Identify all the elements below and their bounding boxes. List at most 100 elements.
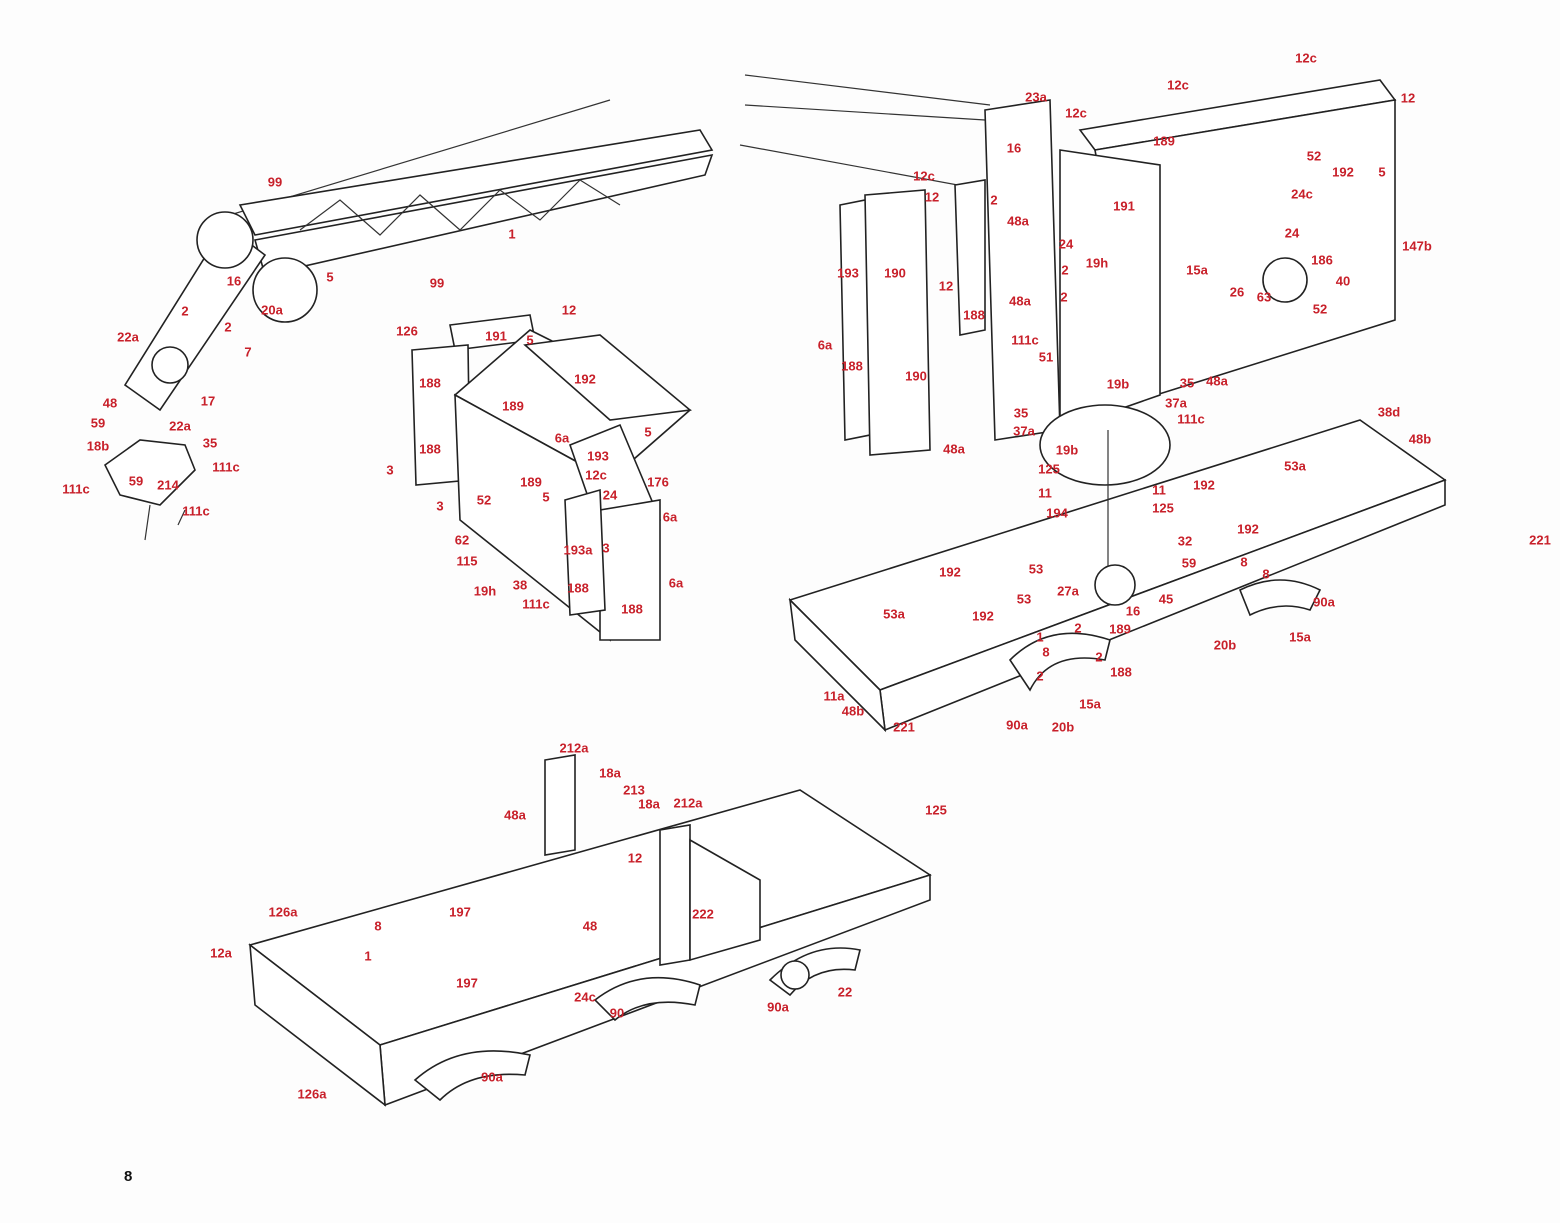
part-label-cab-front: 6a (668, 575, 684, 591)
part-label-chassis: 2 (1036, 668, 1044, 684)
part-label-base: 212a (559, 740, 589, 756)
part-label-chassis: 194 (1046, 505, 1068, 521)
part-label-cab-rear: 12 (924, 189, 940, 205)
part-label-base: 48a (504, 807, 526, 823)
part-label-cab-front: 52 (476, 492, 492, 508)
part-label-boom: 22a (169, 418, 191, 434)
part-label-chassis: 125 (1038, 461, 1060, 477)
part-label-boom: 2 (181, 303, 189, 319)
part-label-boom: 99 (267, 174, 283, 190)
part-label-boom: 111c (212, 459, 240, 475)
part-label-chassis: 53 (1016, 591, 1032, 607)
part-label-base: 12 (627, 850, 643, 866)
part-label-cab-rear: 63 (1256, 289, 1272, 305)
part-label-boom: 59 (128, 473, 144, 489)
part-label-cab-rear: 186 (1311, 252, 1333, 268)
part-label-cab-rear: 48a (1007, 213, 1029, 229)
part-label-cab-rear: 191 (1113, 198, 1135, 214)
part-label-cab-rear: 188 (963, 307, 985, 323)
part-label-cab-front: 38 (512, 577, 528, 593)
part-label-cab-front: 188 (419, 375, 441, 391)
part-label-cab-rear: 40 (1335, 273, 1351, 289)
part-label-cab-rear: 6a (817, 337, 833, 353)
part-label-base: 18a (638, 796, 660, 812)
part-label-cab-rear: 16 (1006, 140, 1022, 156)
part-label-cab-rear: 188 (841, 358, 863, 374)
part-label-cab-rear: 19h (1085, 255, 1109, 271)
part-label-cab-front: 126 (396, 323, 418, 339)
part-label-cab-front: 111c (522, 596, 550, 612)
part-label-cab-front: 176 (647, 474, 669, 490)
part-label-cab-front: 5 (542, 489, 550, 505)
part-label-cab-front: 189 (520, 474, 542, 490)
part-label-chassis: 90a (1313, 594, 1335, 610)
part-label-chassis: 221 (893, 719, 915, 735)
part-label-chassis: 11 (1038, 485, 1052, 501)
part-label-chassis: 8 (1262, 566, 1270, 582)
part-label-cab-rear: 19b (1106, 376, 1130, 392)
part-label-cab-front: 5 (526, 332, 534, 348)
part-label-boom: 2 (224, 319, 232, 335)
part-label-cab-front: 5 (644, 424, 652, 440)
part-label-chassis: 192 (972, 608, 994, 624)
cab-rear-drawing (739, 74, 1397, 486)
part-label-chassis: 8 (1042, 644, 1050, 660)
base-frame-drawing (248, 754, 932, 1107)
part-label-chassis: 11a (823, 688, 845, 704)
part-label-cab-front: 3 (602, 540, 610, 556)
part-label-chassis: 192 (1237, 521, 1259, 537)
part-label-boom: 1 (508, 226, 516, 242)
part-label-cab-front: 3 (436, 498, 444, 514)
part-label-cab-rear: 26 (1229, 284, 1245, 300)
part-label-cab-front: 24 (602, 487, 618, 503)
part-label-cab-rear: 37a (1165, 395, 1187, 411)
part-label-boom: 5 (326, 269, 334, 285)
part-label-cab-rear: 12c (913, 168, 935, 184)
part-label-cab-front: 189 (502, 398, 524, 414)
part-label-cab-rear: 189 (1153, 133, 1175, 149)
part-label-cab-rear: 2 (1061, 262, 1069, 278)
part-label-base: 90a (767, 999, 789, 1015)
part-label-chassis: 45 (1158, 591, 1174, 607)
part-label-base: 90a (481, 1069, 503, 1085)
part-label-cab-rear: 24 (1284, 225, 1300, 241)
crane-chassis-drawing (788, 419, 1447, 733)
part-label-boom: 7 (244, 344, 252, 360)
part-label-base: 1 (364, 948, 372, 964)
part-label-chassis: 15a (1079, 696, 1101, 712)
part-label-chassis: 11 (1152, 482, 1166, 498)
part-label-cab-rear: 52 (1312, 301, 1328, 317)
part-label-cab-front: 62 (454, 532, 470, 548)
part-label-chassis: 53a (1284, 458, 1306, 474)
part-label-chassis: 32 (1177, 533, 1193, 549)
part-label-cab-rear: 2 (1060, 289, 1068, 305)
part-label-cab-front: 115 (456, 553, 478, 569)
part-label-chassis: 15a (1289, 629, 1311, 645)
part-label-cab-front: 193a (563, 542, 593, 558)
part-label-boom: 16 (226, 273, 242, 289)
part-label-cab-rear: 48a (1009, 293, 1031, 309)
part-label-chassis: 38d (1377, 404, 1401, 420)
part-label-cab-rear: 12 (938, 278, 954, 294)
part-label-chassis: 125 (1152, 500, 1174, 516)
part-label-base: 90 (609, 1005, 625, 1021)
part-label-cab-front: 193 (587, 448, 609, 464)
part-label-cab-rear: 15a (1186, 262, 1208, 278)
part-label-chassis: 188 (1110, 664, 1132, 680)
part-label-cab-rear: 12c (1065, 105, 1087, 121)
part-label-cab-front: 191 (485, 328, 507, 344)
page-number: 8 (124, 1168, 133, 1185)
part-label-chassis: 16 (1125, 603, 1141, 619)
part-label-cab-rear: 23a (1025, 89, 1047, 105)
part-label-boom: 48 (102, 395, 118, 411)
part-label-chassis: 2 (1074, 620, 1082, 636)
part-label-cab-rear: 2 (990, 192, 998, 208)
part-label-cab-front: 6a (662, 509, 678, 525)
part-label-cab-front: 19h (473, 583, 497, 599)
part-label-base: 48 (582, 918, 598, 934)
part-label-boom: 59 (90, 415, 106, 431)
part-label-boom: 35 (202, 435, 218, 451)
part-label-cab-rear: 190 (905, 368, 927, 384)
